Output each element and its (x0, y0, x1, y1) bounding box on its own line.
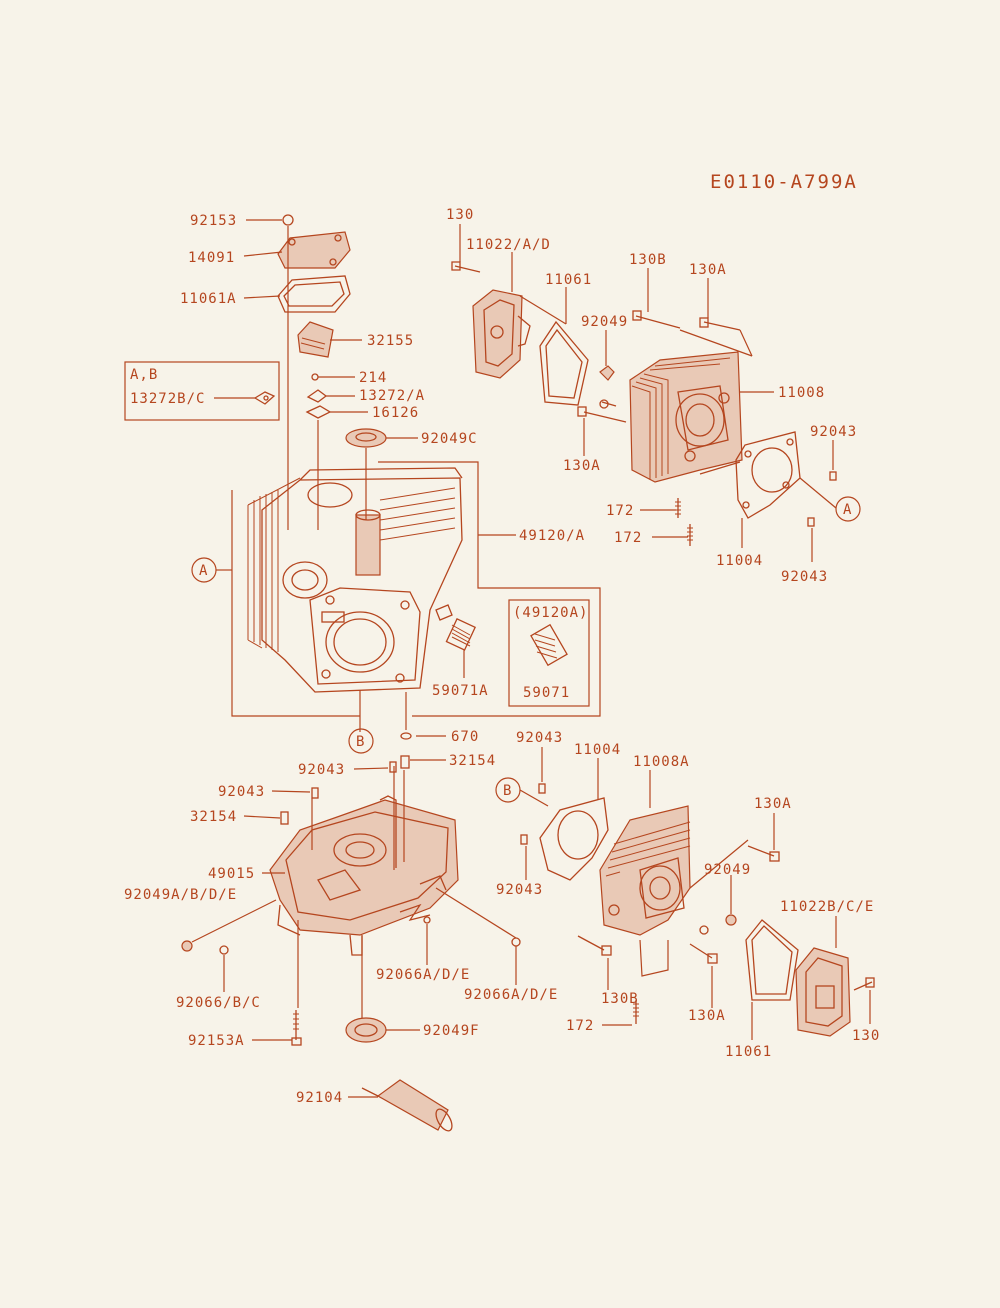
label-670: 670 (451, 729, 479, 745)
label-32155: 32155 (367, 333, 414, 349)
label-92153: 92153 (190, 213, 237, 229)
label-92049F: 92049F (423, 1023, 480, 1039)
label-11004: 11004 (716, 553, 763, 569)
label-92043-r2: 92043 (781, 569, 828, 585)
inset-box-49120A: (49120A) 59071 (508, 599, 590, 707)
leaders-lower-left (191, 759, 517, 1098)
label-13272A: 13272/A (359, 388, 425, 404)
label-92066ADE-1: 92066A/D/E (376, 967, 470, 983)
callout-A-left: A (191, 557, 217, 583)
label-49015: 49015 (208, 866, 255, 882)
label-92043-m: 92043 (516, 730, 563, 746)
label-59071A: 59071A (432, 683, 489, 699)
callout-B-right: B (495, 777, 521, 803)
label-11008A: 11008A (633, 754, 690, 770)
label-130-b: 130 (852, 1028, 880, 1044)
label-16126: 16126 (372, 405, 419, 421)
label-214: 214 (359, 370, 387, 386)
label-92043-b: 92043 (218, 784, 265, 800)
label-49120A-box: (49120A) (513, 605, 588, 621)
leaders-upper-right (459, 224, 837, 562)
label-130A-b: 130A (754, 796, 792, 812)
label-11061-top: 11061 (545, 272, 592, 288)
part-labels: 92153 14091 11061A 32155 214 13272/A 161… (124, 207, 880, 1106)
label-130B-b: 130B (601, 991, 639, 1007)
label-92153A: 92153A (188, 1033, 245, 1049)
svg-text:B: B (503, 783, 512, 799)
label-92104: 92104 (296, 1090, 343, 1106)
head-fins (631, 357, 731, 480)
spring-59071A (445, 618, 476, 651)
label-32154-a: 32154 (449, 753, 496, 769)
label-92049-top: 92049 (581, 314, 628, 330)
label-92049C: 92049C (421, 431, 478, 447)
svg-text:B: B (356, 734, 365, 750)
label-11022BCE: 11022B/C/E (780, 899, 874, 915)
diagram-code: E0110-A799A (710, 171, 858, 193)
label-59071: 59071 (523, 685, 570, 701)
crankcase-assembly (181, 755, 521, 1132)
label-11022AD: 11022/A/D (466, 237, 551, 253)
leaders-upper-left (216, 219, 601, 740)
label-AB: A,B (130, 367, 158, 383)
label-172-a: 172 (606, 503, 634, 519)
label-13272BC: 13272B/C (130, 391, 205, 407)
label-130B-top: 130B (629, 252, 667, 268)
cylinder-block-assembly (247, 214, 476, 693)
label-11008: 11008 (778, 385, 825, 401)
label-49120A: 49120/A (519, 528, 585, 544)
label-92043-c: 92043 (496, 882, 543, 898)
svg-text:A: A (843, 502, 852, 518)
label-92049-b: 92049 (704, 862, 751, 878)
label-130-top: 130 (446, 207, 474, 223)
label-130A-top: 130A (689, 262, 727, 278)
leaders-lower-right (519, 747, 871, 1040)
cylinder-head-11008A-assembly (520, 783, 875, 1037)
label-32154-b: 32154 (190, 809, 237, 825)
label-172-b: 172 (614, 530, 642, 546)
label-14091: 14091 (188, 250, 235, 266)
cylinder-head-11008-assembly (451, 261, 837, 546)
label-11061-b: 11061 (725, 1044, 772, 1060)
callout-A-right: A (835, 496, 861, 522)
callout-B-top: B (348, 728, 374, 754)
label-11061A: 11061A (180, 291, 237, 307)
head-a-fins (605, 821, 691, 877)
svg-text:A: A (199, 563, 208, 579)
label-92049ABDE: 92049A/B/D/E (124, 887, 237, 903)
inset-box-AB: A,B 13272B/C (124, 361, 280, 421)
label-11004-b: 11004 (574, 742, 621, 758)
label-130A-mid: 130A (563, 458, 601, 474)
label-92043-r1: 92043 (810, 424, 857, 440)
label-92043-a: 92043 (298, 762, 345, 778)
label-92066BC: 92066/B/C (176, 995, 261, 1011)
cylinder-fins (247, 477, 301, 652)
label-172-c: 172 (566, 1018, 594, 1034)
label-130A-b2: 130A (688, 1008, 726, 1024)
label-92066ADE-2: 92066A/D/E (464, 987, 558, 1003)
